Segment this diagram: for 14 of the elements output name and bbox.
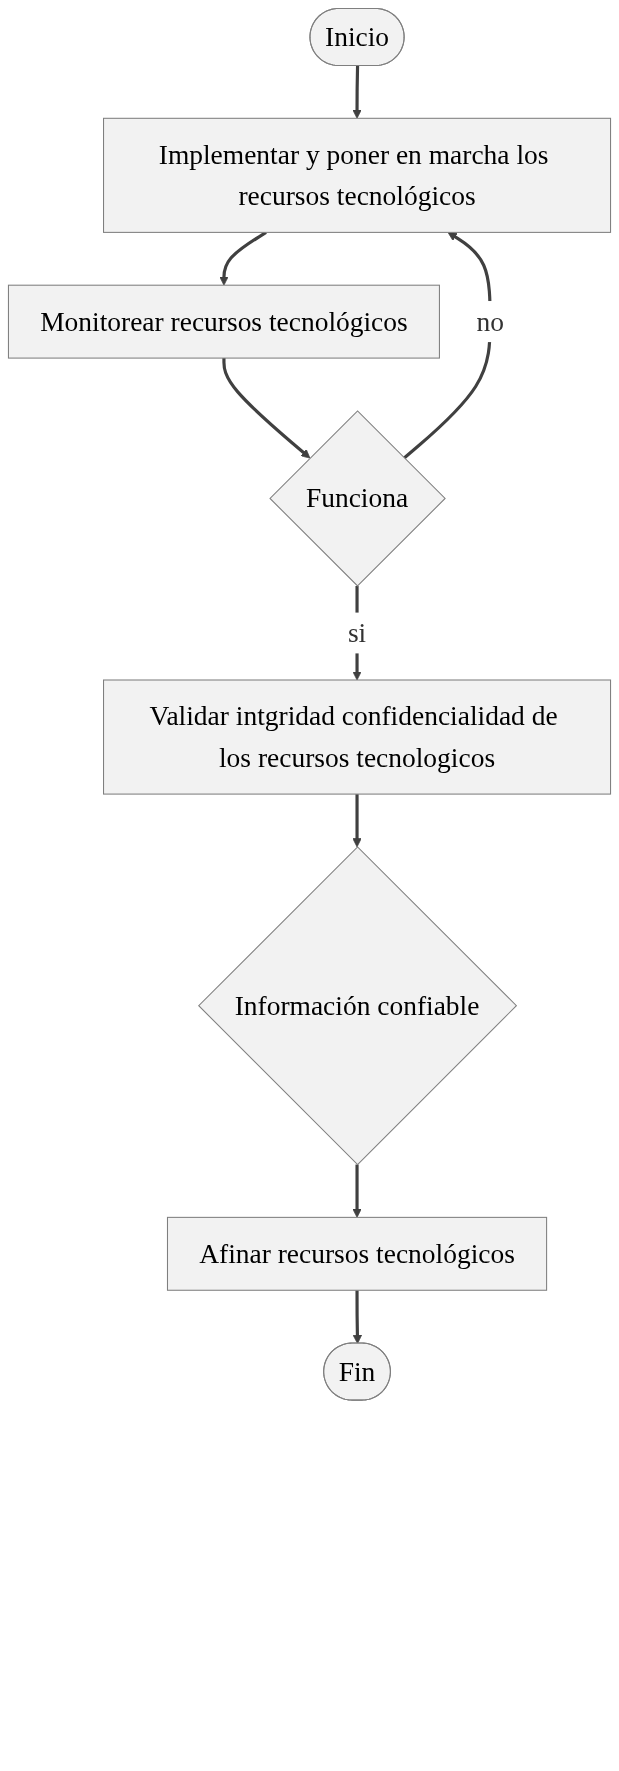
edge-label: si	[347, 617, 367, 649]
arrow	[352, 66, 362, 119]
arrow	[219, 231, 267, 286]
arrow	[352, 1164, 362, 1218]
node-box: Validar intgridad confidencialidad de los recursos tecnologicos	[103, 679, 612, 795]
arrow	[352, 794, 362, 848]
node-box: Monitorear recursos tecnológicos	[7, 284, 440, 359]
node-diamond: Funciona	[269, 410, 446, 587]
arrow	[222, 358, 311, 459]
node-box: Implementar y poner en marcha los recursos tecnológicos	[103, 117, 612, 233]
node-diamond: Información confiable	[198, 846, 518, 1166]
arrow	[352, 1290, 363, 1344]
edge-label: no	[476, 306, 504, 337]
node-box: Afinar recursos tecnológicos	[166, 1216, 548, 1291]
